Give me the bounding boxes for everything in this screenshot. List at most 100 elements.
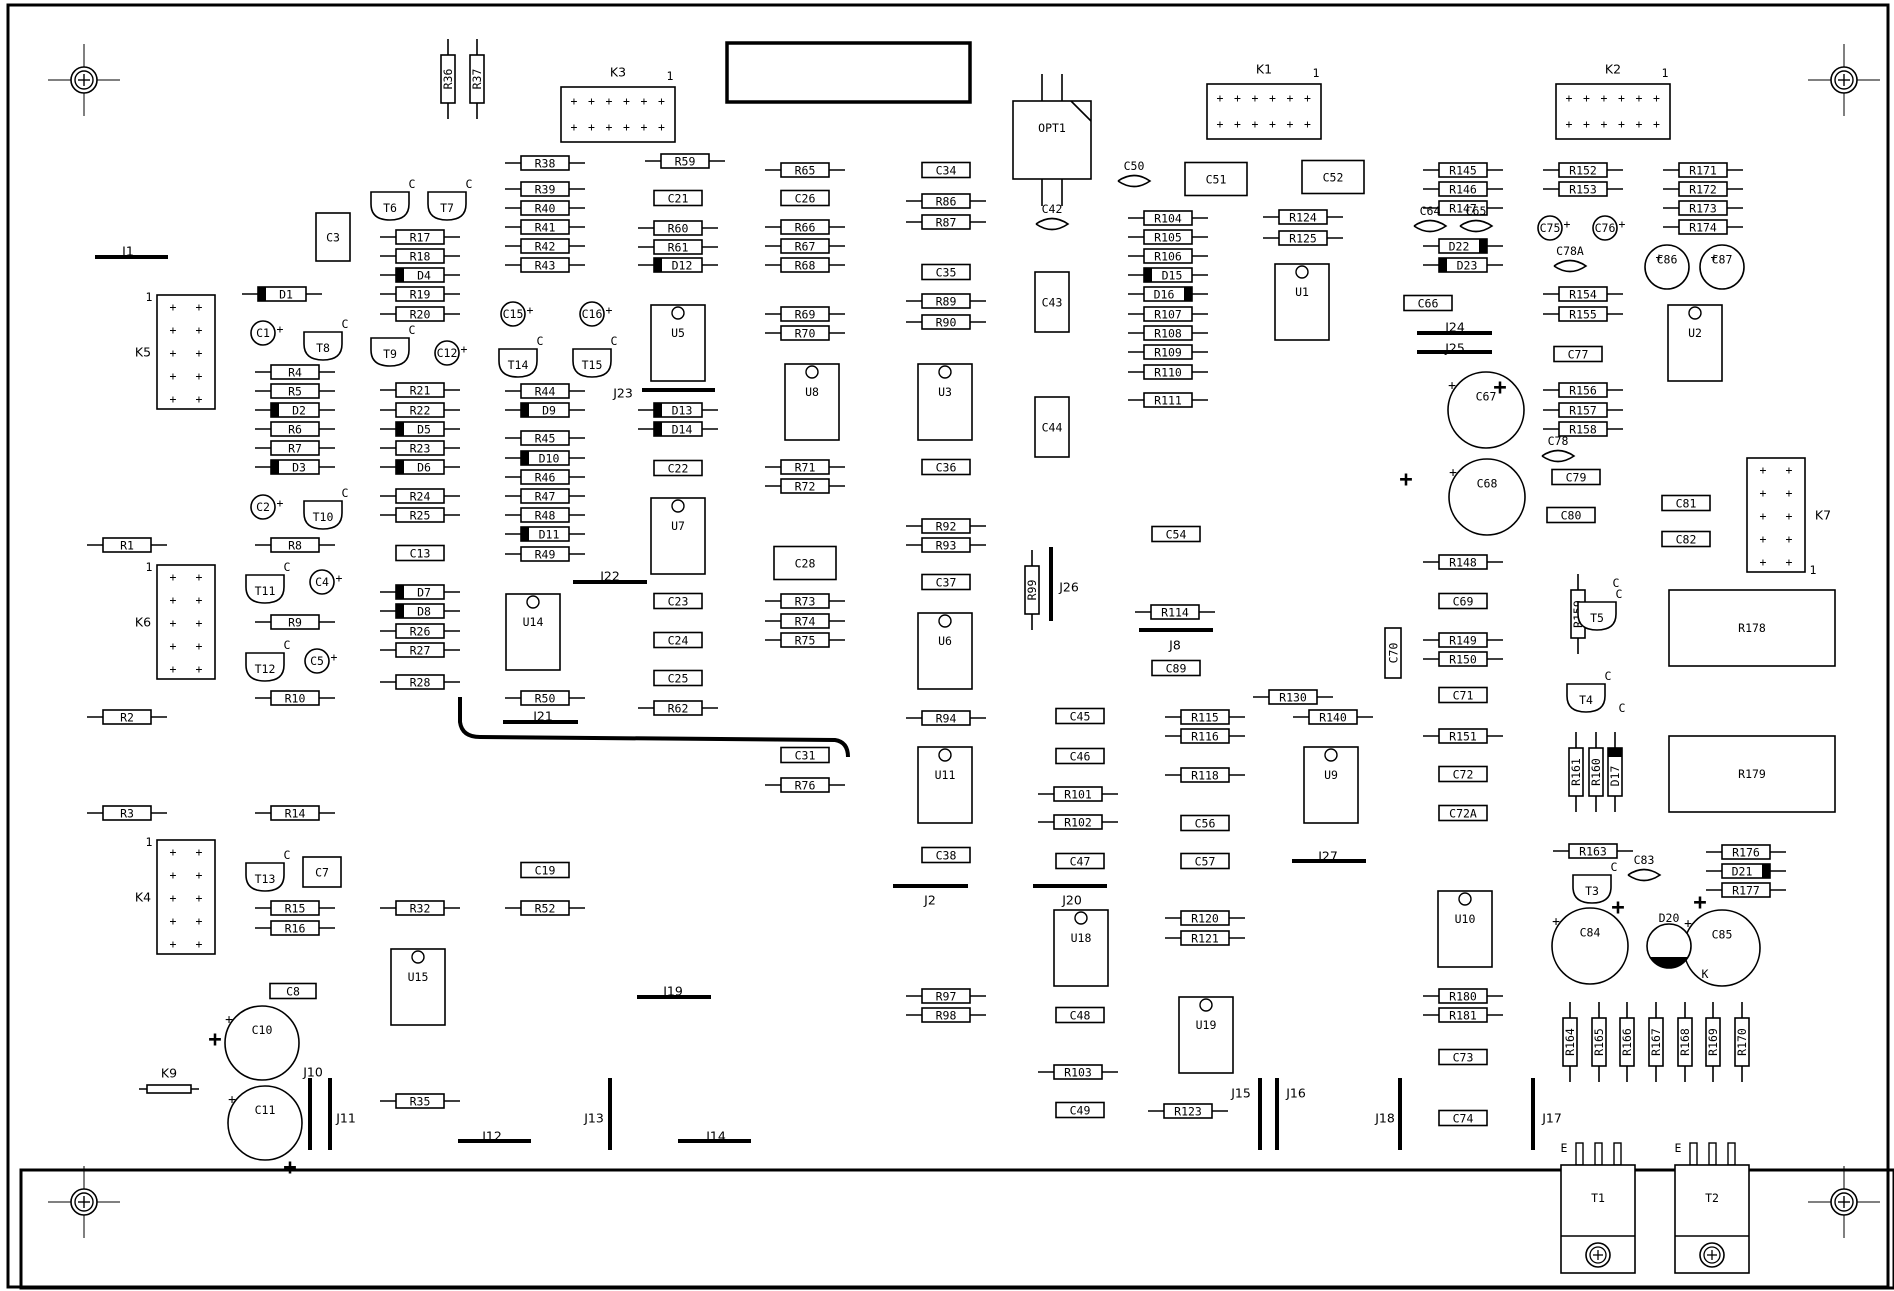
pin: + bbox=[196, 891, 203, 905]
pin: + bbox=[571, 120, 578, 134]
component-label: C67 bbox=[1476, 390, 1497, 404]
component-label: C5 bbox=[310, 654, 324, 668]
component-label: 1 bbox=[667, 69, 674, 83]
resistor-r70: R70 bbox=[765, 325, 845, 341]
resistor-r170: R170 bbox=[1734, 1002, 1750, 1082]
component-label: R59 bbox=[675, 155, 696, 169]
resistor-r166: R166 bbox=[1619, 1002, 1635, 1082]
component-label: C52 bbox=[1323, 171, 1344, 185]
pin: + bbox=[1217, 91, 1224, 105]
transistor-t6: T6C bbox=[370, 177, 416, 221]
component-label: R62 bbox=[668, 702, 689, 716]
component-label: R10 bbox=[285, 692, 306, 706]
pin-label: C bbox=[1613, 576, 1620, 590]
resistor-r98: R98 bbox=[906, 1007, 986, 1023]
component-label: R72 bbox=[795, 480, 816, 494]
component-label: C bbox=[284, 638, 291, 652]
pin: + bbox=[1304, 117, 1311, 131]
pin: + bbox=[623, 94, 630, 108]
resistor-r148: R148 bbox=[1423, 554, 1503, 570]
diode-d5: D5 bbox=[380, 421, 460, 437]
component-label: T7 bbox=[440, 201, 454, 215]
resistor-r28: R28 bbox=[380, 674, 460, 690]
resistor-r1: R1 bbox=[87, 537, 167, 553]
jumper-label: J23 bbox=[612, 386, 633, 401]
component-label: R38 bbox=[535, 157, 556, 171]
component-label: R18 bbox=[410, 250, 431, 264]
resistor-r22: R22 bbox=[380, 402, 460, 418]
component-label: D22 bbox=[1449, 240, 1470, 254]
resistor-r75: R75 bbox=[765, 632, 845, 648]
component-label: R19 bbox=[410, 288, 431, 302]
component-label: C13 bbox=[410, 547, 431, 561]
component-label: + bbox=[1684, 917, 1692, 932]
component-label: T8 bbox=[316, 341, 330, 355]
polarity-mark: + bbox=[1493, 376, 1506, 401]
component-label: R120 bbox=[1191, 912, 1219, 926]
resistor-r172: R172 bbox=[1663, 181, 1743, 197]
component-label: R47 bbox=[535, 490, 556, 504]
component-label: R50 bbox=[535, 692, 556, 706]
capacitor-c87: C87+ bbox=[1699, 244, 1745, 290]
resistor-r149: R149 bbox=[1423, 632, 1503, 648]
polarity-mark: + bbox=[1611, 896, 1624, 921]
component-label: R43 bbox=[535, 259, 556, 273]
resistor-r163: R163 bbox=[1553, 843, 1633, 859]
component-label: R148 bbox=[1449, 556, 1477, 570]
resistor-r109: R109 bbox=[1128, 344, 1208, 360]
capacitor-c2: C2+ bbox=[250, 494, 284, 520]
component-label: 1 bbox=[146, 835, 153, 849]
jumper-label: J21 bbox=[532, 709, 553, 724]
component-label: C12 bbox=[437, 346, 458, 360]
jumper-label: J8 bbox=[1168, 638, 1181, 653]
component-label: C bbox=[342, 317, 349, 331]
resistor-r165: R165 bbox=[1591, 1002, 1607, 1082]
component-label: R107 bbox=[1154, 308, 1182, 322]
jumper-label: J25 bbox=[1444, 341, 1465, 356]
ic-u11: U11 bbox=[917, 746, 973, 824]
pin: + bbox=[1636, 117, 1643, 131]
resistor-r59: R59 bbox=[645, 153, 725, 169]
polarity-mark: + bbox=[1693, 891, 1706, 916]
cathode-band bbox=[396, 460, 404, 474]
capacitor-c35: C35 bbox=[921, 263, 971, 281]
component-label: C bbox=[409, 323, 416, 337]
component-label: R118 bbox=[1191, 769, 1219, 783]
diode-d6: D6 bbox=[380, 459, 460, 475]
pin: + bbox=[196, 300, 203, 314]
resistor-r164: R164 bbox=[1562, 1002, 1578, 1082]
component-label: R153 bbox=[1569, 183, 1597, 197]
resistor-r8: R8 bbox=[255, 537, 335, 553]
pin: + bbox=[170, 369, 177, 383]
component-label: C79 bbox=[1566, 471, 1587, 485]
component-label: R179 bbox=[1738, 767, 1766, 781]
component-label: R71 bbox=[795, 461, 816, 475]
diode-d13: D13 bbox=[638, 402, 718, 418]
component-label: R125 bbox=[1289, 232, 1317, 246]
component-label: T14 bbox=[508, 358, 529, 372]
component-label: U5 bbox=[671, 326, 685, 340]
pin: + bbox=[1287, 117, 1294, 131]
component-label: U19 bbox=[1196, 1018, 1217, 1032]
component-label: R21 bbox=[410, 384, 431, 398]
pin: + bbox=[1618, 91, 1625, 105]
resistor-r181: R181 bbox=[1423, 1007, 1503, 1023]
pin: + bbox=[196, 392, 203, 406]
component-label: D12 bbox=[672, 259, 693, 273]
component-label: C43 bbox=[1042, 296, 1063, 310]
resistor-r17: R17 bbox=[380, 229, 460, 245]
jumper-label: J18 bbox=[1374, 1111, 1395, 1126]
component-label: D14 bbox=[672, 423, 693, 437]
capacitor-c65: C65 bbox=[1459, 204, 1494, 233]
component-label: R94 bbox=[936, 712, 957, 726]
diode-d22: D22 bbox=[1423, 238, 1503, 254]
capacitor-c31: C31 bbox=[780, 746, 830, 764]
ic-u14: U14 bbox=[505, 593, 561, 671]
capacitor-c70: C70 bbox=[1384, 627, 1402, 679]
pin: + bbox=[658, 94, 665, 108]
resistor-r14: R14 bbox=[255, 805, 335, 821]
capacitor-c19: C19 bbox=[520, 861, 570, 879]
component-label: U2 bbox=[1688, 326, 1702, 340]
